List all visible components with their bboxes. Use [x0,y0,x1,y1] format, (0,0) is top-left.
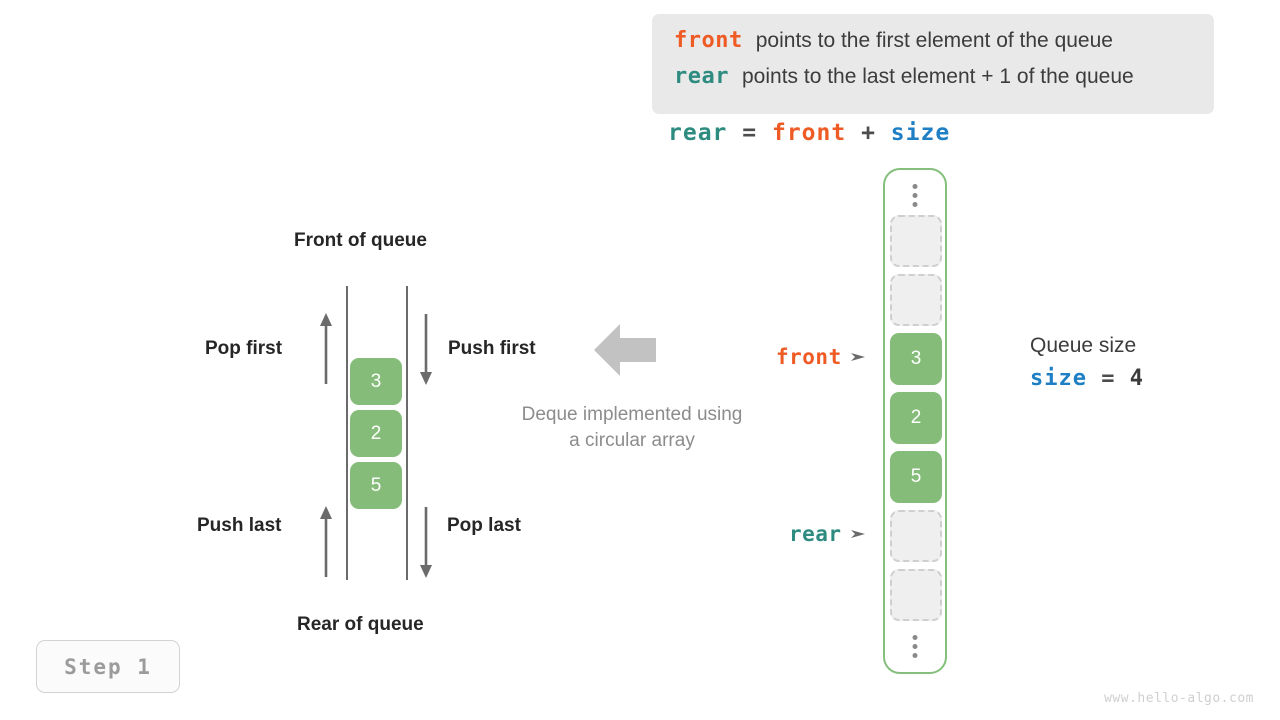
formula-plus: + [861,120,876,146]
pop-last-arrow-icon [419,505,433,579]
circular-array-container: 3 2 5 [883,168,947,674]
queue-size-title: Queue size [1030,334,1137,357]
deque-cell-stack: 3 2 5 [350,358,402,514]
left-arrow-icon [594,322,656,383]
formula-equals: = [742,120,758,146]
legend-desc-front: points to the first element of the queue [755,29,1113,52]
array-cell-empty [890,215,942,267]
legend-desc-rear: points to the last element + 1 of the qu… [741,65,1134,88]
step-badge: Step 1 [36,640,180,693]
array-cell-filled: 3 [890,333,942,385]
push-first-label: Push first [448,338,536,359]
deque-cell: 3 [350,358,402,405]
push-first-arrow-icon [419,312,433,386]
front-pointer-label: front [776,345,842,369]
pop-first-arrow-icon [319,312,333,386]
rear-pointer-label: rear [789,522,842,546]
deque-cell: 5 [350,462,402,509]
vertical-ellipsis-icon [912,184,918,207]
implementation-caption: Deque implemented using a circular array [492,402,772,454]
formula-front: front [771,120,847,146]
array-cell-empty [890,510,942,562]
size-var: size [1030,366,1087,391]
pop-first-label: Pop first [205,338,283,359]
queue-size-expression: size = 4 [1030,366,1144,391]
legend-line-rear: rear points to the last element + 1 of t… [674,64,1192,100]
rear-of-queue-label: Rear of queue [297,614,424,635]
legend-callout-box: front points to the first element of the… [652,14,1214,114]
legend-line-front: front points to the first element of the… [674,28,1192,64]
deque-rail-left [346,286,348,580]
implementation-caption-line1: Deque implemented using [521,404,743,425]
array-cell-filled: 2 [890,392,942,444]
pointer-arrow-icon [850,353,865,361]
watermark: www.hello-algo.com [1104,691,1254,706]
queue-size-annotation: Queue size size = 4 [1030,334,1144,391]
implementation-caption-line2: a circular array [569,430,695,451]
front-of-queue-label: Front of queue [294,230,427,251]
size-equals: = [1101,366,1116,391]
rear-pointer: rear [789,522,867,546]
formula-rear: rear [668,120,728,146]
vertical-ellipsis-icon [912,635,918,658]
deque-cell: 2 [350,410,402,457]
pop-last-label: Pop last [447,515,521,536]
formula-size: size [890,120,951,146]
formula-rear-equals-front-plus-size: rear = front + size [668,120,950,146]
size-value: 4 [1129,366,1144,391]
front-pointer: front [776,345,867,369]
pointer-arrow-icon [850,530,865,538]
push-last-label: Push last [197,515,282,536]
array-cell-empty [890,569,942,621]
array-cell-filled: 5 [890,451,942,503]
legend-key-front: front [674,28,743,53]
legend-key-rear: rear [674,64,729,89]
deque-rail-right [406,286,408,580]
array-cell-empty [890,274,942,326]
push-last-arrow-icon [319,505,333,579]
array-cell-stack: 3 2 5 [890,215,942,628]
